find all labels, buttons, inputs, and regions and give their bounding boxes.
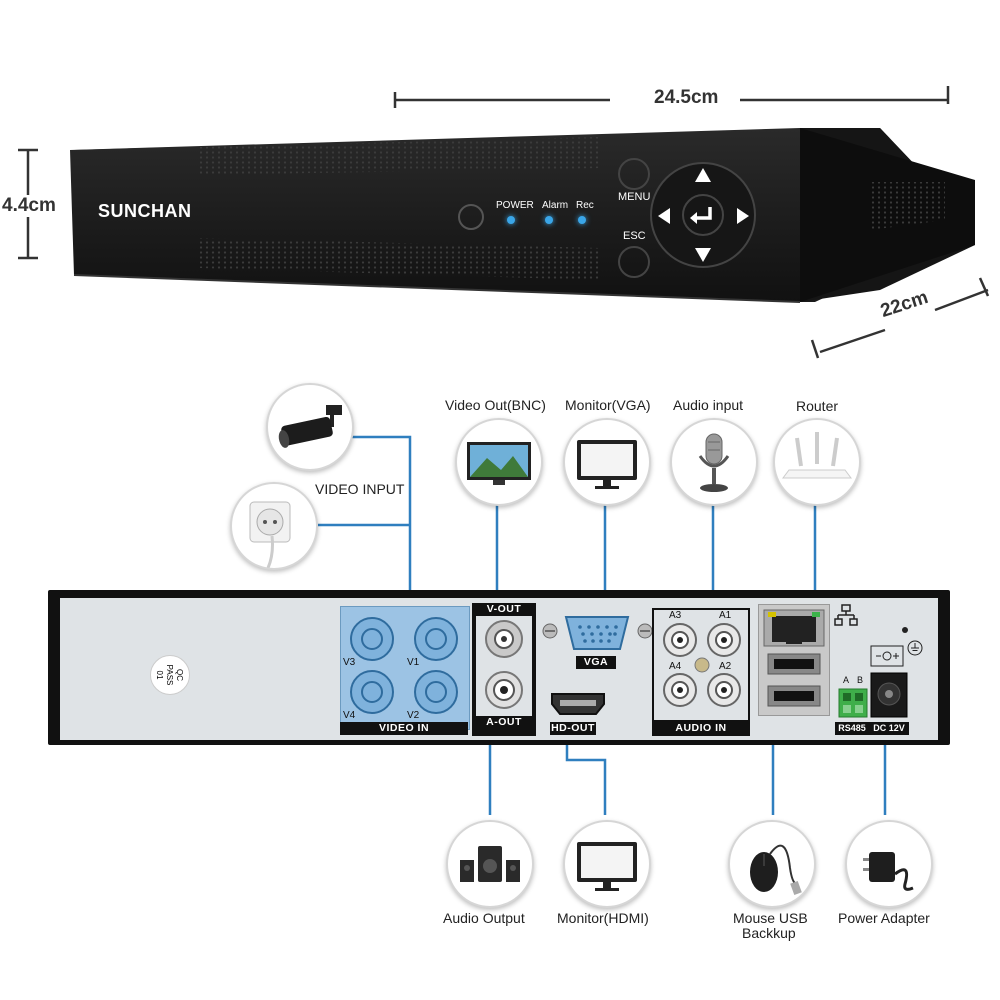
network-icon bbox=[834, 604, 858, 626]
video-out-device-circle bbox=[455, 418, 543, 506]
audio-output-device-circle bbox=[446, 820, 534, 908]
monitor-hdmi-device-circle bbox=[563, 820, 651, 908]
router-device-circle bbox=[773, 418, 861, 506]
speakers-icon bbox=[460, 846, 520, 882]
qc-text: QC bbox=[175, 669, 184, 681]
power-adapter-icon bbox=[863, 852, 914, 891]
monitor-icon bbox=[577, 842, 637, 891]
rec-led bbox=[578, 216, 586, 224]
hd-out-label: HD-OUT bbox=[550, 722, 596, 735]
dc-polarity-icon bbox=[870, 645, 904, 667]
channel-label-v1: V1 bbox=[407, 657, 420, 668]
led-label-power: POWER bbox=[496, 200, 534, 211]
usb-port-bottom[interactable] bbox=[766, 684, 822, 708]
power-led bbox=[507, 216, 515, 224]
router-label: Router bbox=[796, 398, 839, 414]
rs485-terminal[interactable] bbox=[838, 688, 868, 718]
qc-pass-sticker: QC PASS 01 bbox=[150, 655, 190, 695]
ground-icon bbox=[907, 640, 923, 656]
rs485-pin-a: A bbox=[843, 675, 850, 685]
audio-label-a1: A1 bbox=[719, 610, 732, 621]
rear-screw-hole bbox=[902, 627, 908, 633]
wall-socket-icon bbox=[249, 501, 291, 568]
ir-sensor-icon bbox=[458, 204, 484, 230]
audio-in-rca-ports[interactable] bbox=[652, 612, 750, 720]
a-out-label: A-OUT bbox=[472, 716, 536, 729]
mouse-icon bbox=[750, 844, 802, 896]
led-label-alarm: Alarm bbox=[542, 200, 569, 211]
esc-label: ESC bbox=[623, 230, 646, 242]
wifi-router-icon bbox=[782, 432, 852, 479]
audio-label-a4: A4 bbox=[669, 661, 682, 672]
mouse-usb-label-line2: Backkup bbox=[742, 925, 796, 941]
led-label-rec: Rec bbox=[576, 200, 594, 211]
vga-label: VGA bbox=[576, 656, 616, 669]
mouse-device-circle bbox=[728, 820, 816, 908]
bullet-camera-icon bbox=[278, 405, 342, 448]
menu-button[interactable] bbox=[618, 158, 650, 190]
monitor-vga-label: Monitor(VGA) bbox=[565, 397, 651, 413]
width-dimension-label: 24.5cm bbox=[654, 87, 719, 108]
audio-output-label: Audio Output bbox=[443, 910, 525, 926]
alarm-led bbox=[545, 216, 553, 224]
video-in-bnc-ports[interactable] bbox=[340, 606, 468, 722]
channel-label-v2: V2 bbox=[407, 710, 420, 721]
v-out-label: V-OUT bbox=[472, 603, 536, 616]
audio-label-a3: A3 bbox=[669, 610, 682, 621]
esc-button[interactable] bbox=[618, 246, 650, 278]
channel-label-v3: V3 bbox=[343, 657, 356, 668]
power-adapter-label: Power Adapter bbox=[838, 910, 930, 926]
audio-in-label: AUDIO IN bbox=[652, 720, 750, 736]
rs485-pin-b: B bbox=[857, 675, 864, 685]
channel-label-v4: V4 bbox=[343, 710, 356, 721]
socket-device-circle bbox=[230, 482, 318, 570]
brand-logo: SUNCHAN bbox=[98, 201, 192, 221]
v-out-bnc-port[interactable] bbox=[480, 616, 528, 664]
monitor-vga-device-circle bbox=[563, 418, 651, 506]
camera-device-circle bbox=[266, 383, 354, 471]
ethernet-port[interactable] bbox=[762, 608, 826, 648]
rs485-label: RS485 bbox=[835, 722, 869, 735]
dvr-front-body bbox=[70, 128, 975, 303]
audio-input-device-circle bbox=[670, 418, 758, 506]
audio-label-a2: A2 bbox=[719, 661, 732, 672]
tv-monitor-icon bbox=[467, 442, 531, 485]
microphone-icon bbox=[698, 433, 730, 492]
dc-12v-label: DC 12V bbox=[869, 722, 909, 735]
a-out-rca-port[interactable] bbox=[480, 667, 528, 715]
monitor-icon bbox=[577, 440, 637, 489]
video-in-label: VIDEO IN bbox=[340, 722, 468, 735]
power-adapter-device-circle bbox=[845, 820, 933, 908]
pass-text: PASS bbox=[165, 664, 174, 686]
vga-port[interactable] bbox=[562, 613, 632, 653]
navigation-dpad[interactable] bbox=[648, 160, 758, 270]
mouse-usb-label-line1: Mouse USB bbox=[733, 910, 808, 926]
screw-icon bbox=[542, 623, 558, 639]
usb-port-top[interactable] bbox=[766, 652, 822, 676]
monitor-hdmi-label: Monitor(HDMI) bbox=[557, 910, 649, 926]
hdmi-port[interactable] bbox=[549, 690, 607, 718]
audio-input-label: Audio input bbox=[673, 397, 744, 413]
video-input-label: VIDEO INPUT bbox=[315, 481, 405, 497]
video-out-bnc-label: Video Out(BNC) bbox=[445, 397, 546, 413]
qc-number-text: 01 bbox=[155, 670, 164, 680]
height-dimension-label: 4.4cm bbox=[2, 195, 56, 217]
dc-power-jack[interactable] bbox=[870, 672, 908, 718]
menu-label: MENU bbox=[618, 191, 651, 203]
